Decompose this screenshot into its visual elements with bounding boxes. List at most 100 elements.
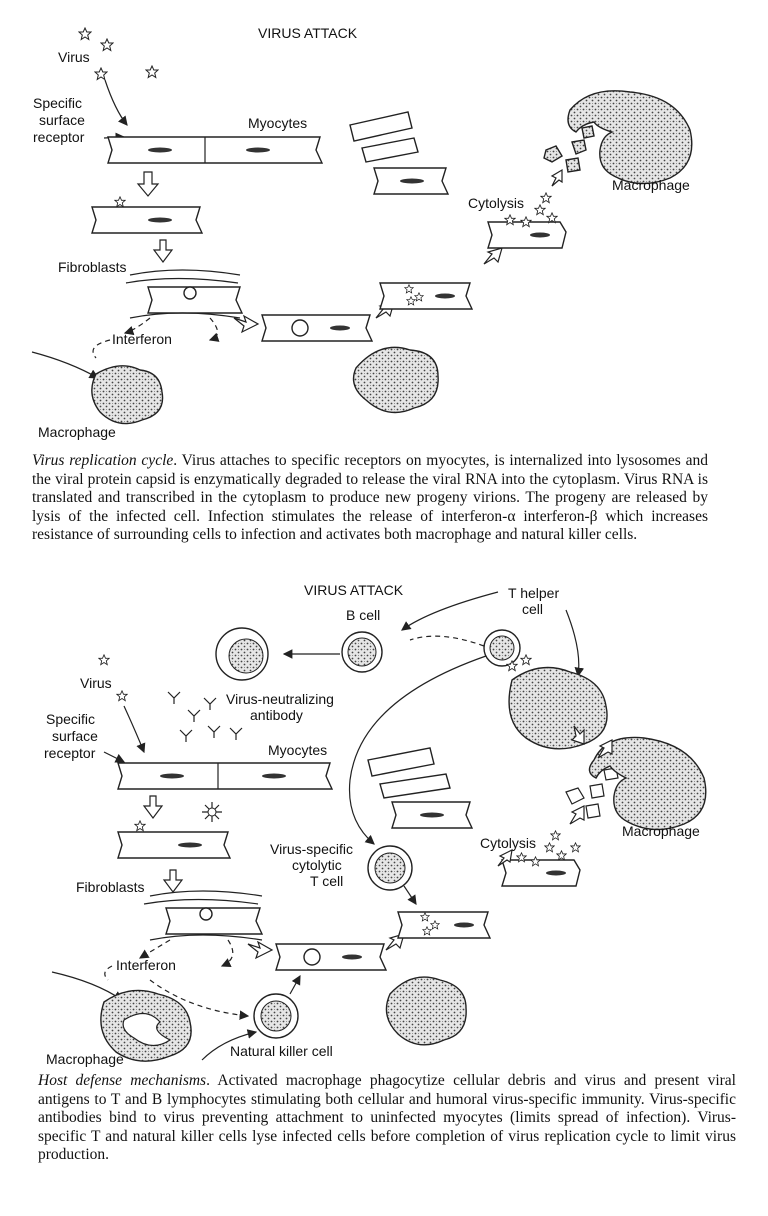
interferon-arrow [208,317,220,342]
virus-icon [78,27,92,40]
receptor-label: receptor [44,745,96,761]
myocyte-stack [367,747,474,829]
open-arrow [569,805,585,825]
caption-2-lead: Host defense mechanisms [38,1072,207,1089]
panel-2-title: VIRUS ATTACK [304,582,404,598]
open-arrow [570,725,585,745]
fibroblasts-label: Fibroblasts [58,259,126,275]
macrophage-right [588,736,707,831]
virus-arrow [104,79,128,126]
receptor-label: surface [39,112,85,128]
t-helper-to-b-arrow [401,591,499,631]
myocyte-chain [117,762,334,790]
virus-label: Virus [80,675,112,691]
t-helper-pointer [565,609,585,678]
receptor-pointer [103,751,126,763]
virus-icon [116,690,128,702]
virus-label: Virus [58,49,90,65]
caption-2-text: . Activated macrophage phagocytize cellu… [38,1072,736,1163]
receptor-label: surface [52,728,98,744]
interferon-arrow [149,979,250,1020]
myocyte-chain [107,136,324,164]
t-helper-label: T helper [508,585,559,601]
panel-1-diagram: VIRUS ATTACK Virus Specific surface rece… [31,25,693,440]
macrophage-right-label: Macrophage [622,823,700,839]
open-arrow [136,171,160,197]
tcell-label: cytolytic [292,857,342,873]
receptor-label: receptor [33,129,85,145]
virus-icon [98,654,110,666]
nk-pointer [201,1029,258,1061]
fibroblasts [125,269,244,319]
macrophage-bottom [385,976,467,1046]
infected-myocyte [397,911,492,939]
fibroblasts-label: Fibroblasts [76,879,144,895]
open-arrow [497,848,513,867]
plasma-cell [215,627,269,681]
tcell-label: Virus-specific [270,841,353,857]
macrophage-right [567,90,693,185]
macrophage-pointer [51,971,123,1001]
receptor-label: Specific [33,95,82,111]
debris [543,125,595,173]
interferon-arrow [104,965,113,981]
interferon-label: Interferon [112,331,172,347]
open-arrow [483,247,503,265]
open-arrow [162,869,184,893]
open-arrow [142,795,164,819]
b-cell [341,631,383,673]
tcell-label: T cell [310,873,343,889]
cytolytic-t-cell [367,845,413,891]
virus-icon [94,67,108,80]
caption-1: Virus replication cycle. Virus attaches … [32,452,708,545]
open-arrow [597,739,613,759]
macrophage-pointer [31,351,100,379]
macrophage-right-label: Macrophage [612,177,690,193]
infected-myocyte [117,820,232,859]
lysing-myocyte [487,192,567,249]
t-helper-to-tcell-arrow [348,655,487,845]
myocytes-label: Myocytes [248,115,307,131]
macrophage-left [91,365,164,425]
virus-arrow [123,705,146,754]
infected-myocyte [91,196,204,234]
myocytes-label: Myocytes [268,742,327,758]
infected-myocyte [261,314,374,342]
infected-myocyte [379,282,474,310]
interferon-arrow [138,939,171,959]
caption-2: Host defense mechanisms. Activated macro… [38,1072,736,1165]
antibody-label: antibody [250,707,303,723]
macrophage-bottom [352,346,439,414]
interferon-arrow [123,317,151,336]
interferon-arrow [220,939,234,967]
virus-icon [100,38,114,51]
debris [565,767,619,819]
cytolysis-label: Cytolysis [468,195,524,211]
caption-1-text: . Virus attaches to specific receptors o… [32,452,708,543]
dashed-arrow [409,635,485,647]
cytolysis-label: Cytolysis [480,835,536,851]
infected-myocyte [275,943,388,971]
panel-2-diagram: VIRUS ATTACK T helper cell B cell Virus-… [44,582,707,1067]
antibodies [167,691,243,742]
interferon-label: Interferon [116,957,176,973]
panel-1-title: VIRUS ATTACK [258,25,358,41]
receptor-label: Specific [46,711,95,727]
interferon-arrow [92,339,111,359]
caption-1-lead: Virus replication cycle [32,452,174,469]
macrophage-left-label: Macrophage [46,1051,124,1067]
nk-cell [253,993,299,1039]
t-helper-cell [483,629,521,667]
virus-icon [145,65,159,78]
macrophage-left-label: Macrophage [38,424,116,440]
open-arrow [152,239,174,263]
open-arrow [233,314,260,334]
lysing-myocyte [501,830,581,887]
myocyte-stack [349,111,450,195]
open-arrow [247,940,274,960]
open-arrow [550,168,563,187]
tcell-arrow [403,885,417,905]
nk-arrow [289,974,301,995]
t-helper-label: cell [522,601,543,617]
nk-label: Natural killer cell [230,1043,333,1059]
